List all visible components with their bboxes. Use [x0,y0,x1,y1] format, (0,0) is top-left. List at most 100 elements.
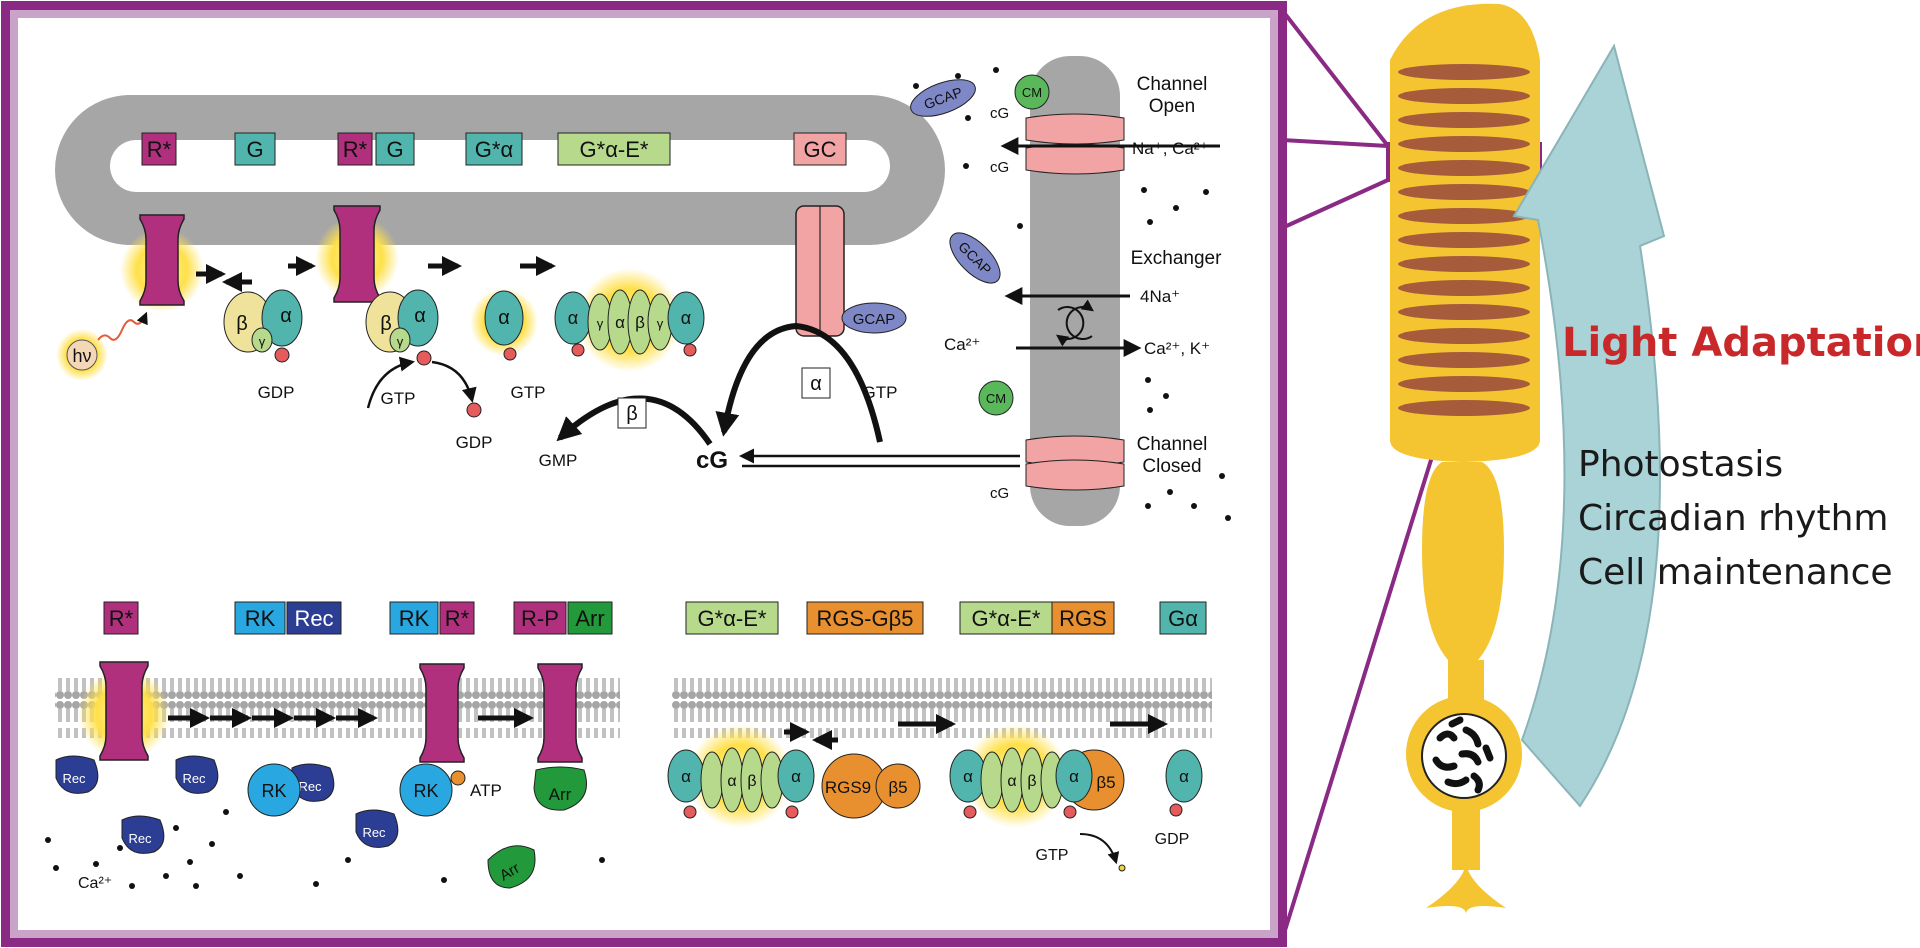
box-bl-rec: Rec [286,601,342,635]
box-gc: GC [793,132,847,166]
rk-proteins: RK RK [247,763,453,817]
svg-text:α: α [1069,767,1079,786]
svg-text:G*α: G*α [475,137,514,162]
svg-text:γ: γ [597,316,604,331]
arrows-br [784,714,1168,750]
receptor-bl-3 [537,663,583,763]
svg-text:GDP: GDP [456,433,493,452]
svg-text:Rec: Rec [362,825,386,840]
svg-text:cG: cG [696,447,728,474]
box-g-1: G [234,132,276,166]
light-adaptation-arrow [1512,43,1666,808]
gcap-1: GCAP [910,79,976,117]
svg-text:R-P: R-P [521,606,559,631]
guanylate-cyclase: GCAP α GTP [715,205,907,443]
pde-complex-br-1: α α β α [667,724,815,828]
svg-text:β: β [380,313,392,335]
side-item-photostasis: Photostasis [1578,444,1783,485]
svg-text:RK: RK [245,606,276,631]
top-label-boxes: R* G R* G G*α G*α-E* GC [141,132,847,166]
svg-text:α: α [414,305,426,327]
svg-text:α: α [1179,767,1189,786]
svg-text:α: α [280,305,292,327]
disc-membrane-top [55,95,945,245]
box-br-g-star-alpha-e-star-2: G*α-E* [959,601,1053,635]
svg-text:R*: R* [109,606,134,631]
bottom-left-boxes: R* RK Rec RK R* R-P Arr [103,601,613,635]
svg-text:α: α [1007,773,1016,790]
receptor-bl-2 [419,663,466,786]
chromatin [1432,716,1494,794]
svg-text:γ: γ [657,316,664,331]
svg-text:Rec: Rec [294,606,333,631]
svg-text:α: α [615,313,625,332]
atp-label: ATP [470,781,502,800]
box-br-rgs-gb5: RGS-Gβ5 [806,601,924,635]
svg-text:Rec: Rec [182,771,206,786]
svg-text:Ca²⁺, K⁺: Ca²⁺, K⁺ [1144,339,1210,358]
svg-text:β: β [747,773,756,790]
photon-hv: hν [56,311,148,381]
svg-text:α: α [963,767,973,786]
svg-text:β5: β5 [1096,773,1115,792]
svg-text:γ: γ [397,334,404,349]
svg-text:α: α [810,373,822,395]
g-alpha-gtp: α GTP [470,288,545,402]
light-adaptation-title: Light Adaptation ? [1562,320,1920,366]
receptor-r-star-1 [120,214,204,312]
arr-proteins: Arr Arr [487,766,587,889]
svg-text:cG: cG [990,485,1009,502]
box-bl-r-p: R-P [513,601,567,635]
svg-text:β: β [1027,773,1036,790]
svg-text:β: β [635,313,645,332]
cm-1: CM [1014,74,1050,110]
svg-text:Ca²⁺: Ca²⁺ [944,335,980,354]
svg-text:RGS: RGS [1059,606,1107,631]
svg-text:β: β [626,403,638,425]
receptor-bl-1 [78,661,170,761]
svg-text:α: α [498,307,510,329]
channel-open [1000,113,1220,175]
side-item-circadian: Circadian rhythm [1578,498,1888,539]
g-alpha-gdp-br: α GDP [1155,749,1203,848]
channel-closed [1025,435,1125,491]
box-r-star-2: R* [337,132,373,166]
svg-text:GTP: GTP [863,383,898,402]
svg-text:R*: R* [147,137,172,162]
pde-complex: α γ α β γ α [554,268,705,372]
svg-text:Arr: Arr [575,606,604,631]
svg-text:Exchanger: Exchanger [1131,248,1223,269]
rod-cell [1390,3,1540,914]
svg-text:Arr: Arr [549,785,572,804]
ions-top [913,67,1231,521]
box-bl-r-star-2: R* [439,601,475,635]
box-bl-rk-2: RK [389,601,439,635]
box-g-star-alpha: G*α [465,132,523,166]
ions-bottom [45,809,605,889]
svg-text:β5: β5 [888,778,907,797]
svg-text:α: α [727,773,736,790]
box-bl-rk: RK [234,601,286,635]
equilibrium-arrows-1 [196,256,316,292]
svg-text:GDP: GDP [1155,831,1190,848]
receptor-r-star-2 [315,205,399,303]
svg-text:G*α-E*: G*α-E* [698,606,767,631]
svg-text:Gα: Gα [1168,606,1198,631]
svg-text:CM: CM [986,391,1006,406]
svg-text:α: α [681,767,691,786]
svg-text:Rec: Rec [298,779,322,794]
svg-text:GCAP: GCAP [853,311,896,328]
rod-discs [1398,64,1530,416]
ca-label-bottom: Ca²⁺ [78,875,112,892]
box-br-g-star-alpha-e-star: G*α-E* [685,601,779,635]
svg-text:RK: RK [399,606,430,631]
svg-text:cG: cG [990,159,1009,176]
svg-text:α: α [568,308,578,328]
g-protein-gdp: β α γ GDP [223,289,303,402]
pde-complex-br-2: α α β α β5 GTP [949,724,1126,872]
svg-text:GTP: GTP [511,383,546,402]
rec-proteins: Rec Rec Rec Rec Rec [55,755,399,854]
